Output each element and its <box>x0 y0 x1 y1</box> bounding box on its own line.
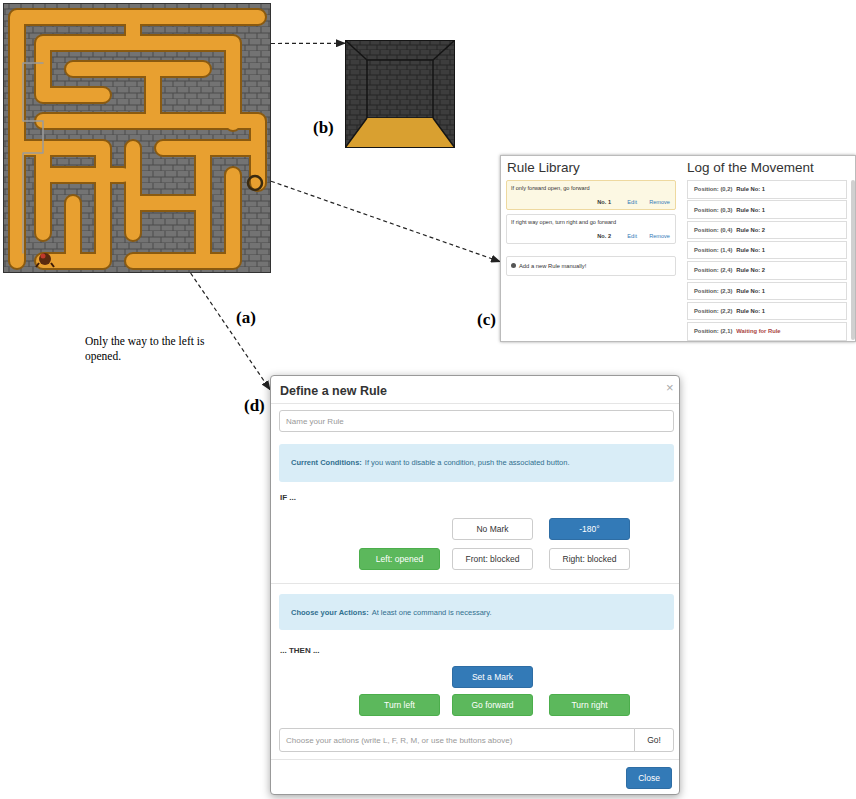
node-text: Rule No: 1 <box>736 186 765 192</box>
add-rule-button: Add a new Rule manually! <box>506 256 676 276</box>
node-text: Rule No: 2 <box>736 227 765 233</box>
node-text: Waiting for Rule <box>736 328 780 334</box>
node-text: Go! <box>647 735 661 745</box>
log-row: Position: (2,1) Waiting for Rule <box>687 322 847 341</box>
node-text: Rule Library <box>507 160 580 175</box>
toggle-button: -180° <box>549 518 630 540</box>
node-text: If only forward open, go forward <box>511 185 590 191</box>
log-row: Position: (2,4) Rule No: 2 <box>687 261 847 280</box>
node-text: (b) <box>313 118 334 138</box>
text-input: Name your Rule <box>279 410 674 432</box>
node-text: (c) <box>477 310 496 330</box>
node-text: Add a new Rule manually! <box>519 263 586 269</box>
node-text: Choose your actions (write L, F, R, M, o… <box>286 736 512 745</box>
log-row: Position: (0,4) Rule No: 2 <box>687 221 847 240</box>
node-text: Remove <box>649 199 670 205</box>
node-text: Front: blocked <box>466 554 520 564</box>
action-button: Turn left <box>359 694 440 716</box>
view-panel: (b) <box>345 40 455 148</box>
node-text: -180° <box>579 524 599 534</box>
toggle-button: Right: blocked <box>549 548 630 570</box>
node-text: Rule No: 1 <box>736 207 765 213</box>
rule-item: If only forward open, go forwardNo. 1 Edi… <box>506 180 676 210</box>
log-row: Position: (0,2) Rule No: 1 <box>687 180 847 199</box>
node-text: If you want to disable a condition, push… <box>365 458 570 467</box>
node-text: No Mark <box>476 524 508 534</box>
node-text: Position: (2,1) <box>694 328 732 334</box>
node-text: Position: (2,3) <box>694 288 732 294</box>
node-text: No. 2 <box>597 233 611 239</box>
close-button: Close <box>626 767 672 789</box>
node-text: Rule No: 2 <box>736 267 765 273</box>
node-text: ... THEN ... <box>280 646 320 655</box>
rule-panel: (c)Rule LibraryLog of the MovementIf onl… <box>500 155 856 342</box>
node-text: No. 1 <box>597 199 611 205</box>
node-text: If right way open, turn right and go for… <box>511 219 616 225</box>
info-band: Choose your Actions:At least one command… <box>279 594 674 630</box>
divider <box>271 583 679 584</box>
go-button: Go! <box>634 728 674 752</box>
node-text: Define a new Rule <box>280 384 387 398</box>
node-text: Edit <box>627 233 637 239</box>
node-text: Turn left <box>384 700 415 710</box>
divider <box>271 759 679 760</box>
node-text: At least one command is necessary. <box>372 608 492 617</box>
node-text: Set a Mark <box>472 672 513 682</box>
action-button: Go forward <box>452 694 533 716</box>
log-row: Position: (0,3) Rule No: 1 <box>687 200 847 219</box>
node-text: Rule No: 1 <box>736 247 765 253</box>
node-text: Position: (2,4) <box>694 267 732 273</box>
node-text: Left: opened <box>376 554 423 564</box>
node-text: Name your Rule <box>286 417 344 426</box>
node-text: Position: (0,4) <box>694 227 732 233</box>
node-text: Remove <box>649 233 670 239</box>
log-row: Position: (2,3) Rule No: 1 <box>687 282 847 301</box>
toggle-button: Front: blocked <box>452 548 533 570</box>
rule-item: If right way open, turn right and go for… <box>506 214 676 244</box>
scrollbar <box>851 180 855 340</box>
plus-icon <box>511 263 516 268</box>
node-text: Position: (1,4) <box>694 247 732 253</box>
divider <box>271 403 679 404</box>
node-text: Choose your Actions: <box>291 608 369 617</box>
node-text: Go forward <box>471 700 513 710</box>
node-text: IF ... <box>280 493 296 502</box>
action-button: Set a Mark <box>452 666 533 688</box>
node-text: Current Conditions: <box>291 458 362 467</box>
action-button: Turn right <box>549 694 630 716</box>
edge-label: Only the way to the left is opened. <box>85 334 217 364</box>
node-text: Position: (2,2) <box>694 308 732 314</box>
maze-illustration <box>3 3 271 273</box>
node-text: Turn right <box>571 700 607 710</box>
node-text: Log of the Movement <box>687 160 814 175</box>
info-band: Current Conditions:If you want to disabl… <box>279 444 674 482</box>
node-text: (a) <box>236 308 256 328</box>
node-text: Rule No: 1 <box>736 308 765 314</box>
node-text: Position: (0,3) <box>694 207 732 213</box>
rule-dialog: (d)Define a new Rule×IF ...... THEN ...N… <box>270 375 680 795</box>
log-row: Position: (2,2) Rule No: 1 <box>687 302 847 321</box>
text-input: Choose your actions (write L, F, R, M, o… <box>279 728 635 752</box>
node-text: Close <box>638 773 660 783</box>
node-text: × <box>666 380 674 395</box>
node-text: Rule No: 1 <box>736 288 765 294</box>
node-text: Right: blocked <box>563 554 617 564</box>
dashed-arrow <box>191 273 270 390</box>
dashed-arrow <box>271 181 500 261</box>
dashed-arrow <box>271 43 345 44</box>
node-text: (d) <box>244 396 265 416</box>
toggle-button: No Mark <box>452 518 533 540</box>
node-text: Position: (0,2) <box>694 186 732 192</box>
corridor-view <box>345 40 455 148</box>
log-row: Position: (1,4) Rule No: 1 <box>687 241 847 260</box>
node-text: Edit <box>627 199 637 205</box>
toggle-button: Left: opened <box>359 548 440 570</box>
maze-panel: (a) <box>3 3 271 273</box>
